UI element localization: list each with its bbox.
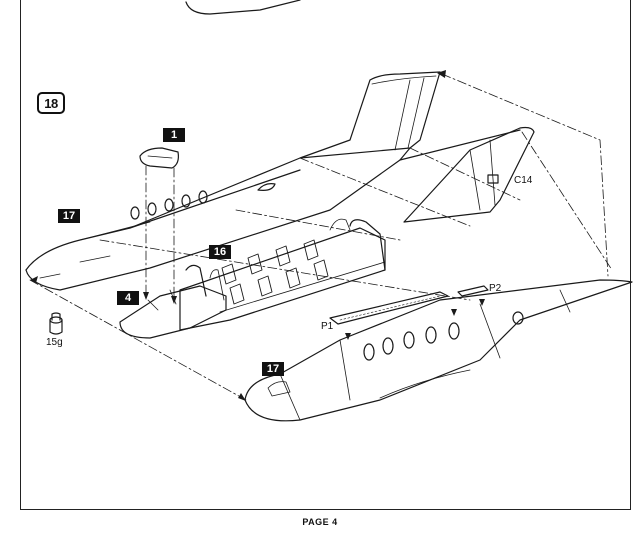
label-nose-weight: 15g — [46, 337, 63, 348]
lower-fuselage-half — [244, 279, 633, 422]
label-tailplane-part: C14 — [514, 175, 533, 186]
part-tag-cabin-interior: 16 — [209, 245, 231, 259]
insert-strip-p1 — [329, 291, 449, 325]
upper-fuselage-half — [25, 71, 521, 291]
cabin-seats — [221, 239, 329, 305]
insert-strips — [329, 285, 489, 325]
label-insert-p1: P1 — [321, 321, 334, 332]
part-tag-lower-fuselage: 17 — [262, 362, 284, 376]
nose-weight — [49, 312, 63, 335]
insert-strip-p2 — [457, 285, 489, 297]
previous-step-wing — [185, 0, 301, 15]
tail-fin-part — [403, 126, 535, 223]
part-tag-upper-fuselage: 17 — [58, 209, 80, 223]
part-tag-cockpit-floor: 4 — [117, 291, 139, 305]
page-frame — [20, 0, 631, 510]
canopy-part — [139, 147, 179, 169]
step-number-badge: 18 — [37, 92, 65, 114]
arrowheads — [30, 70, 485, 401]
cabin-interior — [179, 218, 386, 331]
page-number: PAGE 4 — [302, 517, 338, 527]
guide-lines — [29, 73, 613, 401]
label-insert-p2: P2 — [489, 283, 502, 294]
part-tag-canopy: 1 — [163, 128, 185, 142]
